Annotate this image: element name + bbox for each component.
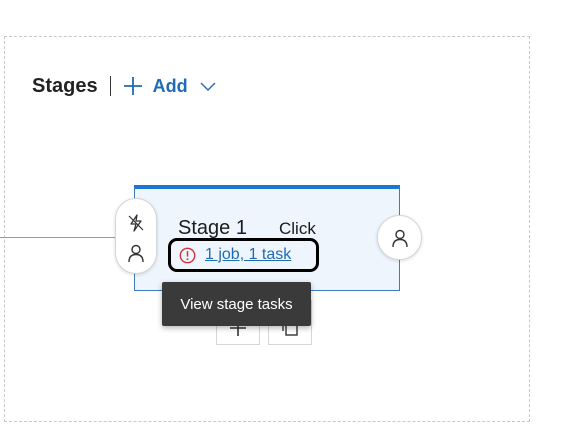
pre-deployment-conditions	[115, 198, 157, 274]
lightning-bolt-icon[interactable]	[126, 213, 146, 233]
plus-icon	[123, 77, 142, 95]
header-divider	[109, 76, 111, 96]
add-stage-button[interactable]: Add	[123, 76, 216, 97]
artifact-connector-line	[0, 237, 117, 238]
jobs-link-text[interactable]: 1 job, 1 task	[205, 246, 292, 263]
stages-title: Stages	[32, 74, 98, 97]
stage-click-label: Click	[279, 219, 316, 238]
stages-panel	[4, 36, 530, 422]
chevron-down-icon[interactable]	[200, 80, 216, 92]
stages-header: Stages Add	[32, 72, 216, 100]
view-stage-tasks-link[interactable]: 1 job, 1 task	[179, 246, 291, 264]
stage-card[interactable]: Stage 1 Click 1 job, 1 task	[134, 185, 400, 291]
post-deployment-approvals-button[interactable]	[377, 215, 422, 260]
stage-name[interactable]: Stage 1	[178, 217, 247, 239]
view-stage-tasks-tooltip: View stage tasks	[162, 282, 311, 326]
person-icon	[391, 229, 408, 247]
add-label: Add	[152, 75, 188, 96]
jobs-link-highlight	[168, 238, 319, 272]
error-circle-icon	[179, 247, 196, 263]
person-icon[interactable]	[126, 243, 146, 263]
